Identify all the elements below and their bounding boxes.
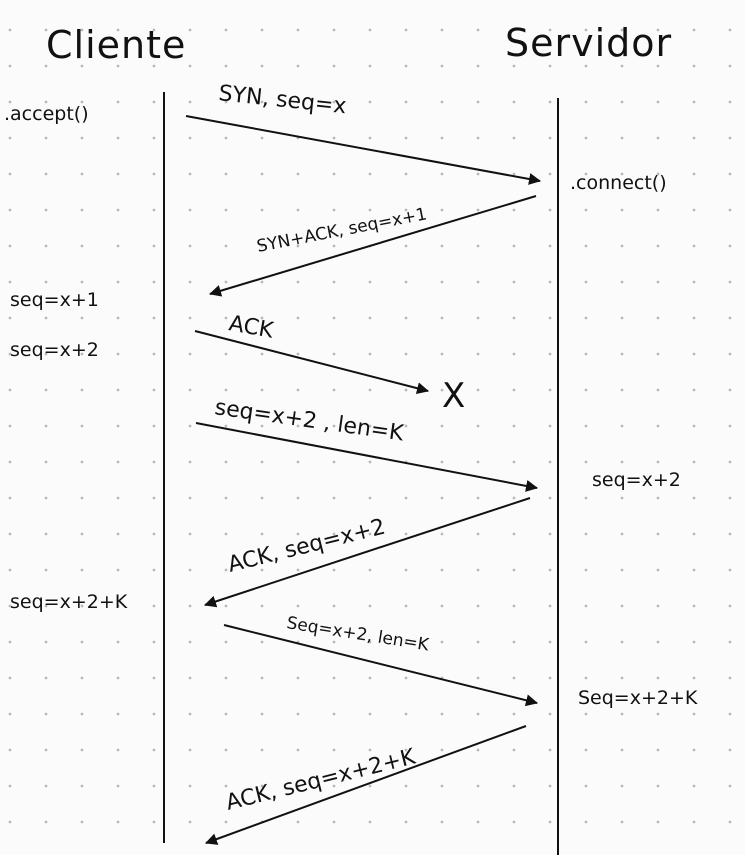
- message-arrow-data-1: [195, 422, 538, 492]
- message-arrow-data-2: [223, 624, 538, 707]
- message-arrow-ack-2: [204, 497, 531, 608]
- server-title: Servidor: [505, 21, 672, 65]
- server-seq-note-2: Seq=x+2+K: [578, 687, 698, 709]
- server-connect-note: .connect(): [570, 172, 667, 194]
- server-seq-note-1: seq=x+2: [592, 469, 681, 491]
- message-label-data-1: seq=x+2 , len=K: [213, 395, 405, 446]
- message-label-syn: SYN, seq=x: [217, 81, 347, 119]
- message-label-syn-ack: SYN+ACK, seq=x+1: [255, 204, 428, 257]
- message-arrow-ack-lost: [194, 330, 429, 395]
- message-label-ack-2: ACK, seq=x+2: [225, 515, 388, 578]
- client-seq-note-1: seq=x+1: [10, 289, 99, 311]
- lost-packet-x-icon: X: [442, 376, 465, 416]
- message-label-ack: ACK: [227, 311, 276, 343]
- message-label-ack-3: ACK, seq=x+2+K: [223, 744, 418, 815]
- client-title: Cliente: [46, 23, 186, 67]
- client-accept-note: .accept(): [4, 103, 89, 125]
- message-arrow-ack-3: [205, 725, 527, 845]
- client-seq-note-3: seq=x+2+K: [10, 591, 128, 613]
- client-seq-note-2: seq=x+2: [10, 339, 99, 361]
- message-arrow-syn: [185, 115, 541, 185]
- message-arrow-syn-ack: [209, 195, 537, 297]
- message-label-data-2: Seq=x+2, len=K: [285, 613, 431, 655]
